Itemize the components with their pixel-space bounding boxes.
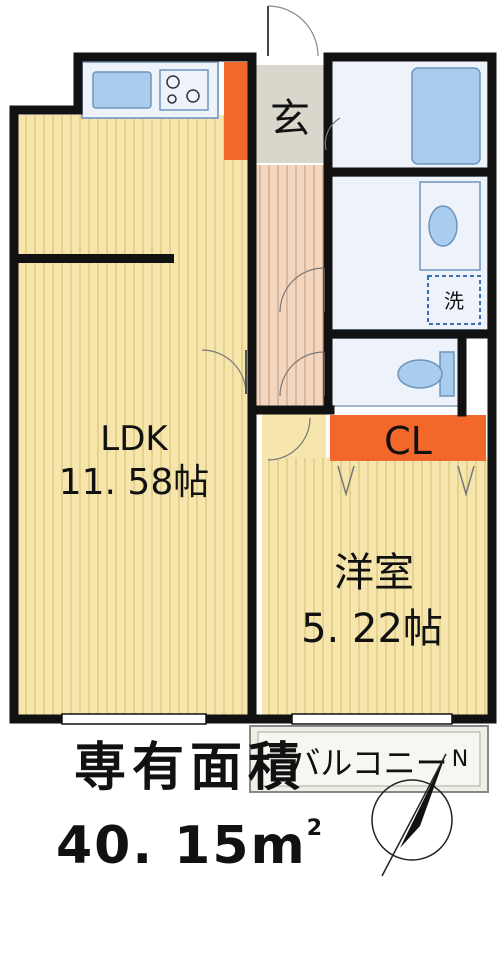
ldk-name: LDK — [100, 419, 169, 459]
partition-wall — [18, 254, 174, 263]
entrance-label: 玄 — [270, 96, 310, 142]
closet-door-mark — [337, 465, 355, 497]
kitchen-sink — [92, 71, 152, 109]
area-value: 40. 15m — [55, 816, 307, 876]
bedroom-area: 5. 22帖 — [301, 606, 443, 652]
bedroom-floor — [262, 458, 488, 715]
washer-space — [427, 275, 481, 325]
entrance-door-gap — [262, 52, 320, 62]
ldk-area: 11. 58帖 — [59, 462, 210, 503]
fridge-space — [224, 62, 250, 160]
lower-hall-floor — [262, 410, 326, 458]
toilet-bowl — [397, 359, 443, 389]
bedroom-name: 洋室 — [334, 550, 414, 596]
burner-icon — [166, 75, 180, 89]
vanity-basin — [428, 205, 458, 247]
bathtub — [411, 67, 481, 165]
door-swing — [279, 267, 325, 313]
entrance-door-swing — [267, 5, 319, 57]
door-swing — [267, 417, 311, 461]
door-swing — [279, 351, 325, 397]
cooktop — [159, 69, 209, 111]
area-value-line: 40. 15m2 — [40, 798, 340, 877]
area-unit-superscript: 2 — [306, 816, 325, 841]
washer-label: 洗 — [444, 289, 464, 313]
burner-icon — [167, 94, 177, 104]
closet-door-mark — [457, 465, 475, 497]
compass-north-label: N — [452, 747, 468, 772]
closet — [330, 415, 486, 461]
window — [291, 713, 453, 725]
window — [61, 713, 207, 725]
ldk-floor — [18, 115, 250, 715]
entrance-floor — [256, 65, 324, 163]
closet-label: CL — [384, 419, 432, 463]
door-swing — [324, 117, 341, 151]
burner-icon — [186, 89, 200, 103]
area-summary: 専有面積 40. 15m2 — [40, 738, 340, 877]
balcony-label: バルコニー — [288, 744, 447, 782]
compass-icon: N — [371, 747, 468, 877]
area-title: 専有面積 — [73, 738, 306, 798]
hallway-floor — [256, 165, 324, 410]
